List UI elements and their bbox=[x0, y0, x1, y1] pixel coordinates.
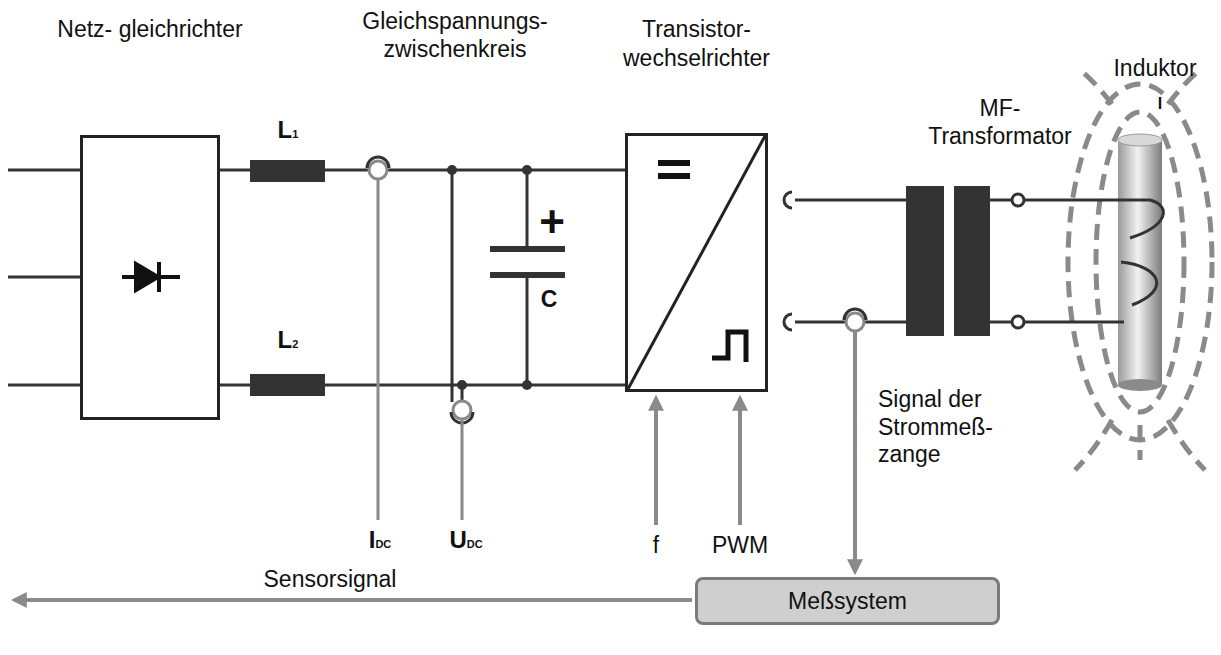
measurement-box: Meßsystem bbox=[695, 577, 1000, 625]
block-heading: Transistor- wechselrichter bbox=[592, 15, 802, 73]
section-heading: Gleichspannungs- zwischenkreis bbox=[335, 8, 575, 63]
current-symbol: I bbox=[1158, 94, 1162, 113]
polarity-sign: + bbox=[539, 196, 565, 249]
signal-name: Sensorsignal bbox=[264, 566, 397, 594]
signal-name: IDC bbox=[369, 526, 392, 555]
block-heading: Netz- gleichrichter bbox=[55, 15, 245, 44]
transformer-label: MF- Transformator bbox=[915, 95, 1085, 150]
capacitor-label: C bbox=[541, 286, 558, 314]
inductor-label: L2 bbox=[278, 326, 299, 355]
signal-name: f bbox=[653, 532, 659, 560]
inductor-label: L1 bbox=[278, 116, 299, 145]
inverter-box: Transistor- wechselrichter bbox=[625, 133, 768, 392]
box-label: Meßsystem bbox=[778, 588, 917, 615]
rectifier-box: Netz- gleichrichter bbox=[80, 135, 220, 420]
signal-name: PWM bbox=[712, 532, 768, 560]
inductor-coil-label: Induktor bbox=[1113, 55, 1196, 83]
signal-note: Signal der Strommeß- zange bbox=[878, 386, 1023, 469]
signal-name: UDC bbox=[449, 526, 482, 555]
